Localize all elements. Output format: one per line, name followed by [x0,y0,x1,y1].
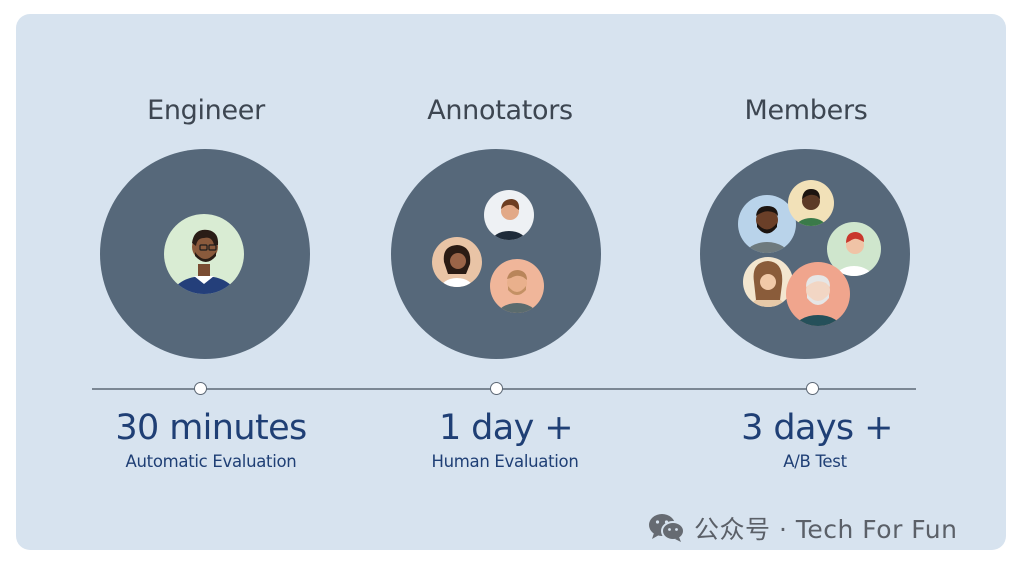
column-title-annotators: Annotators [427,95,573,126]
person-avatar-icon [827,222,881,276]
person-avatar-icon [738,195,796,253]
person-avatar-icon [432,237,482,287]
column-title-members: Members [744,95,868,126]
timeline-node-annotators [490,382,503,395]
evaluation-engineer: Automatic Evaluation [125,452,297,471]
duration-engineer: 30 minutes [115,408,307,448]
duration-annotators: 1 day + [438,408,574,448]
wechat-icon [649,514,685,542]
evaluation-annotators: Human Evaluation [431,452,579,471]
column-title-engineer: Engineer [147,95,265,126]
person-avatar-icon [484,190,534,240]
person-avatar-icon [743,257,793,307]
evaluation-members: A/B Test [783,452,847,471]
watermark-text: 公众号 · Tech For Fun [694,515,958,544]
timeline-node-members [806,382,819,395]
person-avatar-icon [788,180,834,226]
timeline-line [92,388,916,390]
person-avatar-icon [490,259,544,313]
duration-members: 3 days + [741,408,893,448]
person-avatar-icon [786,262,850,326]
annotators-circle [391,149,601,359]
person-avatar-icon [164,214,244,294]
watermark: 公众号 · Tech For Fun [648,508,958,548]
timeline-node-engineer [194,382,207,395]
